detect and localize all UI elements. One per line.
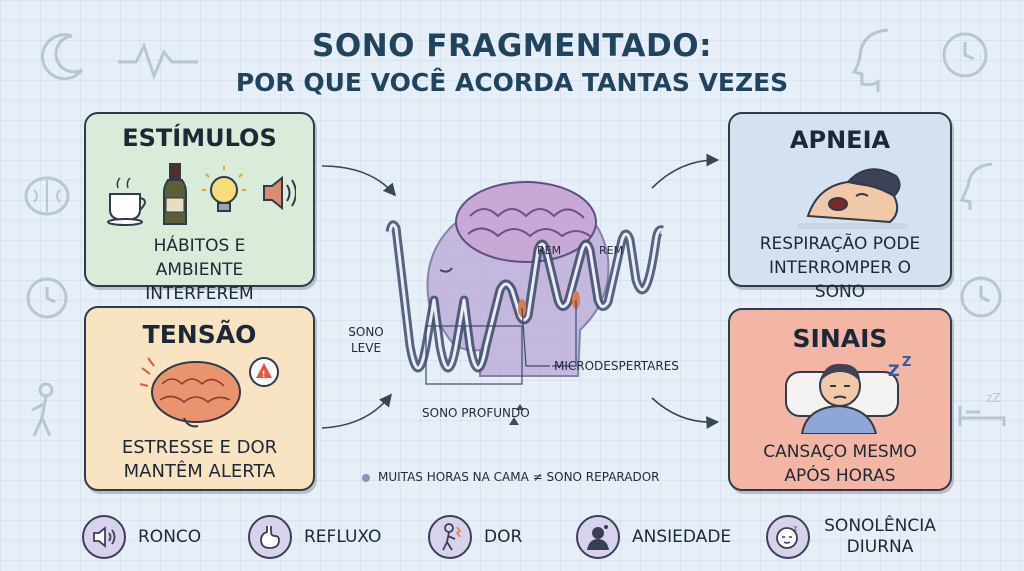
card-sinais-heading: SINAIS	[792, 324, 888, 353]
svg-text:z: z	[793, 524, 797, 533]
note-bullet-icon	[362, 474, 370, 482]
card-sinais-text: CANSAÇO MESMO APÓS HORAS	[763, 442, 917, 486]
clock-icon-right	[960, 276, 1002, 318]
head-profile-icon-small	[959, 162, 993, 210]
person-pain-icon	[31, 382, 54, 437]
label-sono-leve: SONO LEVE	[348, 325, 384, 355]
head-brain-illustration	[426, 181, 610, 377]
arrow-sinais	[651, 397, 720, 429]
card-apneia: APNEIA RESPIRAÇÃO PODE INTERROMPER O SON…	[728, 112, 952, 302]
bottom-item-ansiedade: ANSIEDADE	[576, 513, 731, 561]
arrow-tensao	[321, 393, 393, 429]
svg-text:zZ: zZ	[986, 391, 1001, 405]
clock-icon-top-right	[942, 32, 988, 78]
card-estimulos: ESTÍMULOS HÁBITOS E AMBIENTE INTERFEREM	[84, 112, 315, 304]
anxious-person-icon	[576, 515, 620, 559]
light-bulb-icon	[202, 166, 246, 212]
stomach-icon	[248, 515, 292, 559]
bottom-label-refluxo: REFLUXO	[304, 526, 382, 547]
svg-text:Z: Z	[888, 361, 900, 380]
wine-bottle-icon	[163, 163, 187, 225]
sleeping-snoring-face-icon	[798, 168, 908, 229]
label-microdespertares: MICRODESPERTARES	[554, 359, 679, 373]
deep-sleep-bracket	[425, 325, 523, 385]
bottom-label-ronco: RONCO	[138, 526, 202, 547]
arrow-apneia	[651, 153, 720, 189]
tired-person-icon: Z Z	[785, 355, 911, 434]
speaker-sound-icon	[82, 515, 126, 559]
bottom-item-ronco: RONCO	[82, 513, 201, 561]
bottom-item-dor: DOR	[428, 513, 522, 561]
label-sono-profundo: SONO PROFUNDO	[422, 406, 530, 420]
bottom-label-ansiedade: ANSIEDADE	[632, 526, 732, 547]
sleepy-face-icon: z	[766, 515, 810, 559]
card-tensao-heading: TENSÃO	[142, 320, 257, 349]
speaker-icon	[263, 175, 296, 211]
heartbeat-icon	[118, 42, 198, 80]
head-profile-icon	[851, 28, 889, 92]
sleep-cycle-diagram	[385, 181, 665, 410]
page-title: SONO FRAGMENTADO:	[312, 28, 712, 64]
bed-zzz-icon: zZ	[958, 391, 1006, 426]
page-subtitle: POR QUE VOCÊ ACORDA TANTAS VEZES	[235, 68, 789, 97]
card-tensao-text: ESTRESSE E DOR MANTÊM ALERTA	[121, 437, 278, 482]
tense-brain-icon: !	[139, 357, 279, 428]
moon-icon	[40, 33, 84, 81]
label-rem-2: REM	[599, 244, 624, 257]
stimuli-icons	[107, 163, 296, 226]
card-apneia-heading: APNEIA	[789, 126, 891, 154]
bottom-item-refluxo: REFLUXO	[248, 513, 381, 561]
svg-text:!: !	[262, 370, 266, 380]
clock-icon-left	[26, 277, 68, 319]
bottom-item-sonolencia: z SONOLÊNCIA DIURNA	[766, 513, 938, 561]
note-text: MUITAS HORAS NA CAMA ≠ SONO REPARADOR	[378, 470, 660, 484]
card-estimulos-text: HÁBITOS E AMBIENTE INTERFEREM	[145, 236, 254, 304]
arrow-estimulos	[321, 165, 397, 197]
label-triangle-marker	[509, 417, 519, 425]
svg-text:Z: Z	[902, 355, 911, 370]
brain-outline-icon	[24, 176, 70, 216]
card-tensao: TENSÃO ! ESTRESSE E DOR MANTÊM ALERTA	[84, 306, 315, 491]
card-estimulos-heading: ESTÍMULOS	[122, 124, 277, 152]
bottom-label-dor: DOR	[484, 526, 523, 547]
pain-person-icon	[428, 515, 472, 559]
card-sinais: SINAIS Z Z CANSAÇO MESMO APÓS HORAS	[728, 308, 952, 491]
label-rem-1: REM	[537, 244, 562, 257]
coffee-cup-icon	[107, 177, 146, 226]
bottom-label-sonolencia: SONOLÊNCIA DIURNA	[824, 516, 936, 557]
card-apneia-text: RESPIRAÇÃO PODE INTERROMPER O SONO	[759, 234, 921, 302]
